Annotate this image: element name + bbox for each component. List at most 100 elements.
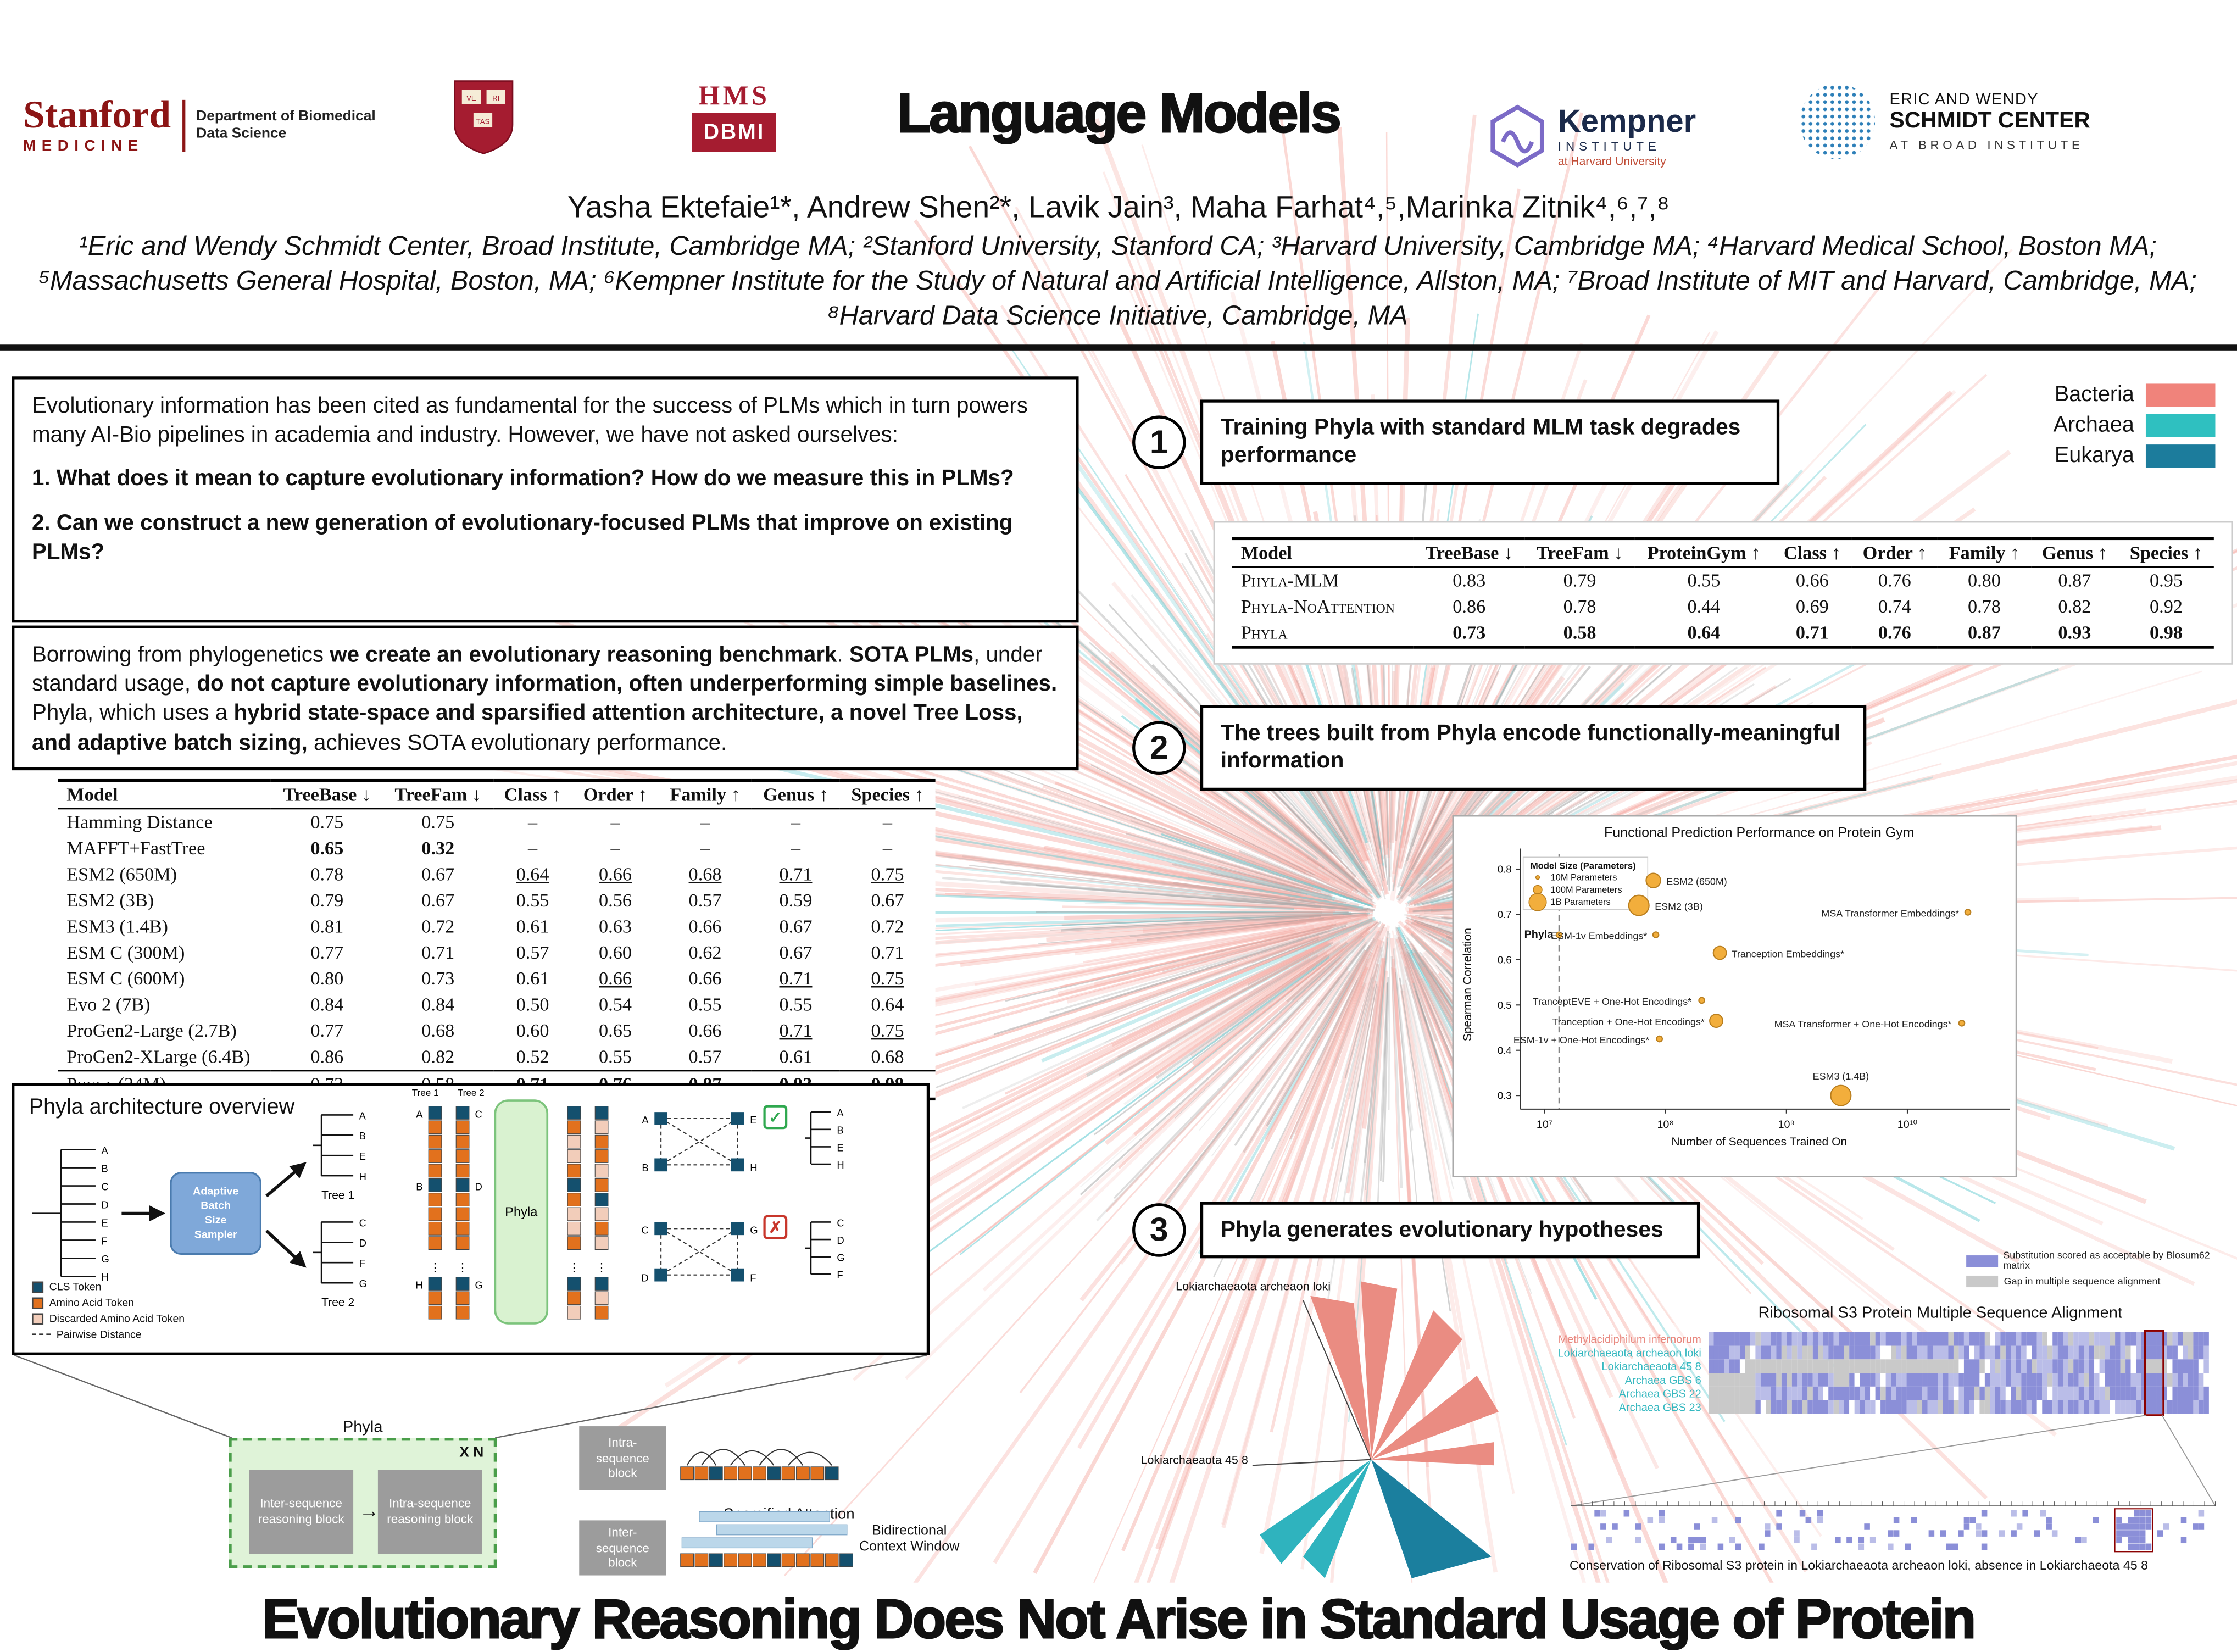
sequence-letter: G — [475, 1280, 482, 1291]
legend-item-bacteria: Bacteria — [1998, 382, 2216, 407]
section-1-number: 1 — [1132, 415, 1186, 469]
substitution-swatch — [1966, 1255, 1997, 1267]
metric-cell: 0.67 — [871, 889, 904, 911]
data-point — [1628, 894, 1650, 916]
metric-cell: 0.81 — [310, 915, 344, 937]
architecture-diagram: A B C D E F G H Adaptive Batch Size Samp… — [31, 1087, 845, 1325]
metric-cell: 0.57 — [688, 889, 722, 911]
check-icon: ✓ — [769, 1109, 782, 1127]
model-name-cell: ProGen2-XLarge (6.4B) — [66, 1045, 251, 1067]
metric-cell: 0.55 — [599, 1045, 632, 1067]
kingdom-legend: Bacteria Archaea Eukarya — [1998, 382, 2216, 468]
arrow-icon — [265, 1162, 307, 1198]
token-legend: CLS Token Amino Acid Token Discarded Ami… — [31, 1280, 185, 1341]
section-2-number: 2 — [1132, 721, 1186, 775]
tree2-label: Tree 2 — [321, 1296, 354, 1309]
msa-alignment: Methylacidiphilum infernorumLokiarchaeao… — [1557, 1330, 2216, 1553]
archaea-clade-wedge — [1303, 1459, 1371, 1578]
sampler-label: Adaptive — [193, 1185, 238, 1197]
data-point-label: Tranception Embeddings* — [1732, 948, 1844, 959]
legend-item: Gap in multiple sequence alignment — [1966, 1275, 2234, 1288]
leaf-label: G — [359, 1278, 367, 1289]
tree-2 — [313, 1221, 354, 1284]
metric-cell: 0.79 — [310, 889, 344, 911]
metric-cell: 0.84 — [421, 993, 455, 1015]
model-name-cell: Evo 2 (7B) — [66, 993, 151, 1015]
metric-cell: 0.80 — [310, 967, 344, 989]
check-box — [763, 1105, 788, 1130]
metric-cell: 0.64 — [516, 863, 549, 885]
metric-cell: 0.82 — [421, 1045, 455, 1067]
metric-cell: 0.55 — [688, 993, 722, 1015]
legend-label: Substitution scored as acceptable by Blo… — [2003, 1251, 2210, 1272]
data-point — [1698, 997, 1705, 1004]
metric-cell: 0.57 — [516, 941, 549, 963]
hypothesis-tree-label-top: Lokiarchaeaota archeaon loki — [1176, 1280, 1331, 1293]
section-2-header: 2 The trees built from Phyla encode func… — [1132, 705, 1867, 791]
legend-item: Pairwise Distance — [31, 1328, 185, 1341]
model-name-cell: ESM C (300M) — [66, 941, 185, 963]
metric-cell: 0.56 — [599, 889, 632, 911]
node-letter: A — [642, 1114, 649, 1126]
column-header: Model — [66, 783, 118, 805]
metric-cell: 0.55 — [779, 993, 813, 1015]
leaf-label: F — [837, 1269, 843, 1281]
msa-caption: Conservation of Ribosomal S3 protein in … — [1569, 1558, 2149, 1573]
model-name-cell: ESM C (600M) — [66, 967, 185, 989]
bacteria-swatch — [2145, 383, 2216, 407]
legend-item-archaea: Archaea — [1998, 413, 2216, 437]
poster-title-line1: Evolutionary Reasoning Does Not Arise in… — [261, 1589, 1977, 1651]
metric-cell: 0.86 — [310, 1045, 344, 1067]
metric-cell: 0.60 — [599, 941, 632, 963]
summary-box: Borrowing from phylogenetics we create a… — [12, 625, 1079, 771]
data-point-label: MSA Transformer Embeddings* — [1821, 908, 1959, 919]
legend-item: CLS Token — [31, 1280, 185, 1293]
data-point-label: ESM2 (650M) — [1666, 876, 1727, 887]
node-letter: H — [750, 1162, 757, 1173]
output-tree-1 — [805, 1111, 831, 1165]
section-1-title: Training Phyla with standard MLM task de… — [1200, 399, 1780, 485]
protein-gym-plot: Functional Prediction Performance on Pro… — [1452, 815, 2017, 1177]
discarded-token-swatch — [31, 1312, 44, 1325]
metric-cell: 0.32 — [421, 837, 455, 859]
metric-cell: 0.77 — [310, 941, 344, 963]
metric-cell: 0.65 — [310, 837, 344, 859]
stanford-medicine-label: MEDICINE — [23, 137, 144, 155]
data-point — [1709, 1014, 1723, 1028]
table-header-row: Model TreeBase ↓ TreeFam ↓ ProteinGym ↑ … — [1232, 538, 2214, 567]
logo-divider — [182, 99, 185, 152]
svg-text:0.7: 0.7 — [1498, 909, 1512, 920]
summary-seg-bold: do not capture evolutionary information,… — [197, 672, 1058, 697]
metric-cell: – — [791, 837, 801, 859]
hypothesis-tree-label-left: Lokiarchaeaota 45 8 — [1140, 1454, 1248, 1467]
summary-seg-bold: SOTA PLMs — [849, 643, 974, 668]
token-column — [594, 1277, 609, 1320]
msa-row-label: Archaea GBS 23 — [1619, 1401, 1701, 1414]
leaf-label: C — [837, 1217, 844, 1228]
metric-cell: – — [882, 837, 893, 859]
svg-text:0.4: 0.4 — [1498, 1044, 1512, 1056]
metric-cell: 0.66 — [688, 967, 722, 989]
metric-cell: 0.67 — [421, 889, 455, 911]
intro-question-1: 1. What does it mean to capture evolutio… — [31, 466, 1014, 492]
poster-root: Evolutionary Reasoning Does Not Arise in… — [0, 80, 2237, 1652]
metric-cell: – — [791, 810, 801, 833]
legend-label: CLS Token — [49, 1280, 102, 1293]
intra-sequence-block: Intra-sequence block — [579, 1426, 666, 1490]
svg-text:100M Parameters: 100M Parameters — [1551, 885, 1622, 895]
xn-label: X N — [459, 1445, 484, 1461]
leaf-label: B — [359, 1130, 366, 1142]
ellipsis: ⋮ — [568, 1261, 580, 1274]
metric-cell: 0.75 — [871, 1019, 904, 1041]
metric-cell: 0.75 — [871, 967, 904, 989]
metric-cell: 0.93 — [2058, 621, 2091, 643]
node-letter: E — [750, 1114, 756, 1126]
legend-label: Gap in multiple sequence alignment — [2004, 1276, 2161, 1287]
sampler-label: Size — [205, 1214, 227, 1226]
svg-text:0.8: 0.8 — [1498, 864, 1512, 875]
